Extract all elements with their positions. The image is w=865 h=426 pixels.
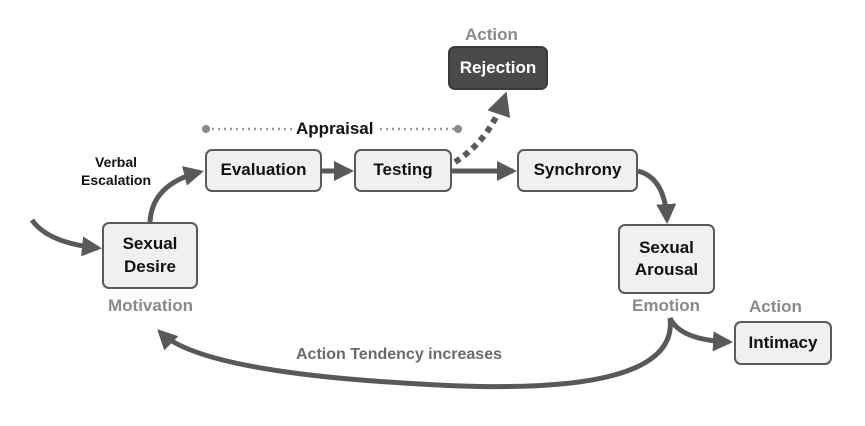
node-testing: Testing [354,149,452,192]
label-action-right: Action [749,297,802,316]
node-synchrony: Synchrony [517,149,638,192]
label-verbal-escalation: Verbal Escalation [81,154,152,189]
appraisal-dot-right [454,125,462,133]
feedback-arrow [157,317,673,390]
node-intimacy: Intimacy [734,321,832,365]
desire-to-evaluation-arrow [147,166,204,223]
label-action-top: Action [465,25,518,44]
label-emotion: Emotion [632,296,700,315]
synchrony-to-arousal-arrow [637,168,677,224]
arousal-to-intimacy-arrow [667,316,733,352]
appraisal-dot-left [202,125,210,133]
node-sexual-desire: Sexual Desire [102,222,198,289]
label-action-tendency: Action Tendency increases [296,346,502,363]
testing-to-rejection-arrow [453,91,511,165]
label-motivation: Motivation [108,296,193,315]
entry-arrow [29,218,102,257]
node-rejection: Rejection [448,46,548,90]
label-appraisal: Appraisal [292,119,378,139]
node-evaluation: Evaluation [205,149,322,192]
node-sexual-arousal: Sexual Arousal [618,224,715,294]
